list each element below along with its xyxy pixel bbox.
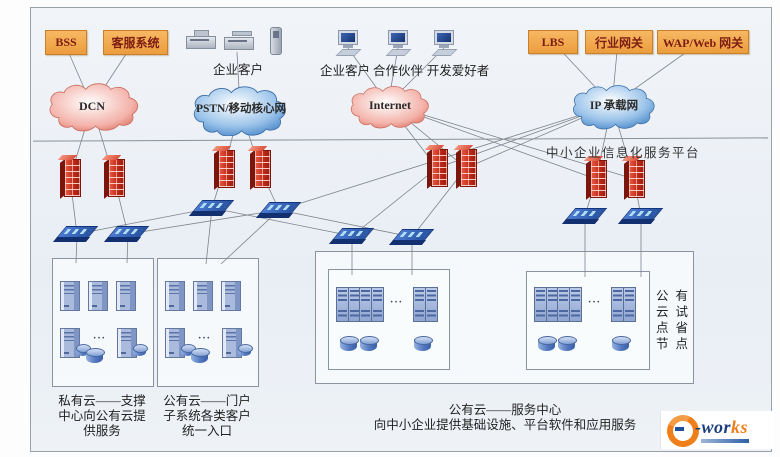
database-icon <box>413 335 433 351</box>
cloud-pstn-label: PSTN/移动核心网 <box>195 103 287 115</box>
label-private-cloud: 私有云——支撑 中心向公有云提 供服务 <box>58 394 146 438</box>
server-icon <box>117 328 137 358</box>
cloud-internet-icon <box>350 86 429 129</box>
fax-body <box>224 37 254 50</box>
cloud-ip-bearer-label: IP 承载网 <box>589 100 639 112</box>
label-partner: 合作伙伴 <box>372 64 423 78</box>
monitor-base <box>343 45 353 48</box>
edge-s4-boxB_right <box>220 209 280 265</box>
cloud-dcn-label: DCN <box>79 98 105 113</box>
ellipsis: ··· <box>93 333 107 344</box>
label-service-center-title: 公有云——服务中心 <box>448 403 562 417</box>
logo-text-accent: ks <box>731 417 749 437</box>
rack-icon <box>425 287 438 322</box>
eworks-logo-e-bar <box>675 427 684 431</box>
database-icon <box>537 335 557 351</box>
cloud-ip-bearer-icon <box>573 85 655 130</box>
rack-icon <box>569 287 582 322</box>
cloud-internet-label: Internet <box>369 97 411 112</box>
database-icon <box>339 335 359 351</box>
database-icon <box>132 343 148 356</box>
edge-s2-s4 <box>127 209 280 235</box>
firewall-icon <box>108 159 125 197</box>
fax-handset <box>232 31 252 36</box>
firewall-icon <box>628 160 645 198</box>
database-icon <box>237 343 253 356</box>
label-enterprise-devices: 企业客户 <box>212 63 263 77</box>
server-icon <box>60 281 80 311</box>
monitor <box>388 30 408 45</box>
edge-s3-boxB_left <box>205 207 213 265</box>
label-portal-cloud: 公有云——门户 子系统各类客户 统一入口 <box>163 394 251 438</box>
firewall-icon <box>64 159 81 197</box>
ellipsis: ··· <box>390 297 404 308</box>
firewall-icon <box>460 149 477 187</box>
zone-private-cloud <box>52 258 154 387</box>
desktop-computer-icon <box>334 30 362 58</box>
edge-s4-s6 <box>278 209 413 238</box>
cloud-pstn-icon <box>193 86 286 136</box>
server-icon <box>88 281 108 311</box>
label-developer: 开发爱好者 <box>426 64 490 78</box>
firewall-icon <box>218 150 235 188</box>
ellipsis: ··· <box>198 333 212 344</box>
printer-slot <box>190 39 209 41</box>
label-enterprise-pc: 企业客户 <box>319 64 370 78</box>
database-icon <box>190 347 210 363</box>
server-icon <box>193 281 213 311</box>
zone-portal-cloud <box>157 258 259 387</box>
edge-s3-s5 <box>211 207 353 237</box>
database-icon <box>359 335 379 351</box>
keyboard <box>431 49 458 56</box>
printer-body <box>186 36 216 49</box>
keyboard <box>385 49 412 56</box>
database-icon <box>557 335 577 351</box>
label-service-center-desc: 向中小企业提供基础设施、平台软件和应用服务 <box>373 418 637 432</box>
rack-icon <box>371 287 384 322</box>
edge-fw5-s5 <box>351 167 438 237</box>
server-icon <box>165 328 185 358</box>
eworks-logo-text: -works <box>695 417 748 438</box>
eworks-logo-underline <box>701 439 749 443</box>
monitor-base <box>393 45 403 48</box>
printer-icon <box>186 30 216 52</box>
rack-icon <box>623 287 636 322</box>
platform-title: 中小企业信息化服务平台 <box>546 146 701 160</box>
firewall-icon <box>254 150 271 188</box>
desktop-computer-icon <box>430 30 458 58</box>
fax-slot <box>228 40 247 42</box>
server-icon <box>221 281 241 311</box>
server-icon <box>116 281 136 311</box>
firewall-icon <box>431 149 448 187</box>
monitor <box>338 30 358 45</box>
monitor <box>434 30 454 45</box>
node-wap-gateway: WAP/Web 网关 <box>657 30 749 54</box>
server-icon <box>165 281 185 311</box>
firewall-icon <box>590 160 607 198</box>
cloud-dcn-icon <box>49 83 138 132</box>
keyboard <box>335 49 362 56</box>
server-icon <box>60 328 80 358</box>
edge-s1-s3 <box>76 207 213 235</box>
logo-text-rest: -wor <box>695 417 732 437</box>
ellipsis: ··· <box>588 297 602 308</box>
monitor-base <box>439 45 449 48</box>
database-icon <box>611 335 631 351</box>
node-bss: BSS <box>45 30 87 55</box>
database-icon <box>85 347 105 363</box>
eworks-logo: -works <box>660 410 773 452</box>
server-icon <box>222 328 242 358</box>
mobile-phone-icon <box>270 27 282 55</box>
node-customer-service: 客服系统 <box>103 30 168 55</box>
node-lbs: LBS <box>528 30 578 54</box>
fax-icon <box>224 31 254 53</box>
node-industry-gateway: 行业网关 <box>585 30 653 54</box>
pilot-province-node-label: 公有 云试 点省 节点 <box>656 289 696 351</box>
desktop-computer-icon <box>384 30 412 58</box>
